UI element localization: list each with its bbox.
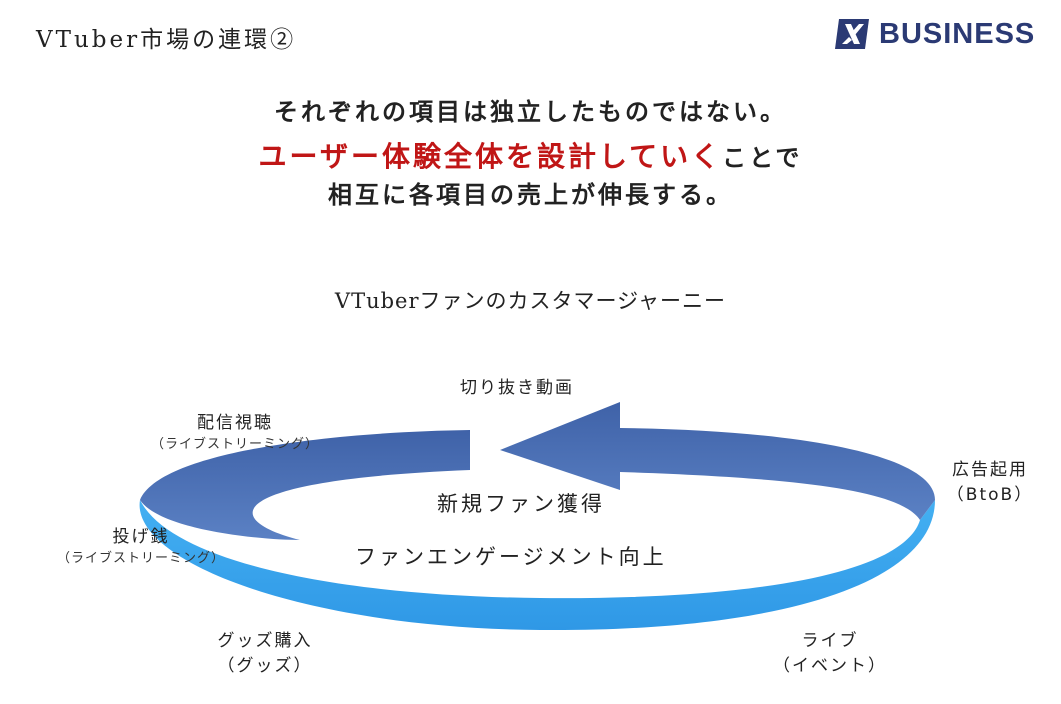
ring-back-band-right xyxy=(500,402,935,520)
node-tipping-sub: （ライブストリーミング） xyxy=(56,551,225,566)
business-logo: BUSINESS xyxy=(833,14,1035,54)
headline-line-3: 相互に各項目の売上が伸長する。 xyxy=(328,181,733,209)
node-goods: グッズ購入 （グッズ） xyxy=(195,626,335,676)
headline-line-2: ユーザー体験全体を設計していくことで xyxy=(0,135,1061,175)
node-ad-use-sub: （BtoB） xyxy=(946,485,1034,505)
node-goods-sub: （グッズ） xyxy=(217,656,313,676)
center-engagement: ファンエンゲージメント向上 xyxy=(355,545,667,569)
node-live-viewing-sub: （ライブストリーミング） xyxy=(150,437,319,452)
node-live-viewing-label: 配信視聴 xyxy=(197,413,273,433)
node-clip-video: 切り抜き動画 xyxy=(460,373,574,398)
x-logo-icon xyxy=(835,19,869,49)
center-new-fans: 新規ファン獲得 xyxy=(437,492,605,516)
headline-line-1: それぞれの項目は独立したものではない。 xyxy=(274,98,787,126)
headline-accent: ユーザー体験全体を設計していく xyxy=(258,140,723,173)
slide-title: VTuber市場の連環② xyxy=(36,27,297,53)
node-tipping-label: 投げ銭 xyxy=(112,527,170,547)
node-live-event-sub: （イベント） xyxy=(773,656,887,676)
logo-text: BUSINESS xyxy=(879,17,1036,50)
node-live-event: ライブ （イベント） xyxy=(760,626,900,676)
ring-front-band xyxy=(139,500,936,631)
headline-line-2-rest: ことで xyxy=(722,144,803,172)
node-live-event-label: ライブ xyxy=(801,631,859,651)
node-tipping: 投げ銭 （ライブストリーミング） xyxy=(36,522,246,566)
node-ad-use-label: 広告起用 xyxy=(952,460,1028,480)
ring-back-band-left xyxy=(140,430,470,540)
node-live-viewing: 配信視聴 （ライブストリーミング） xyxy=(130,408,340,452)
journey-title: VTuberファンのカスタマージャーニー xyxy=(334,289,727,313)
node-ad-use: 広告起用 （BtoB） xyxy=(930,455,1050,505)
node-goods-label: グッズ購入 xyxy=(217,631,313,651)
node-clip-video-label: 切り抜き動画 xyxy=(460,378,574,398)
